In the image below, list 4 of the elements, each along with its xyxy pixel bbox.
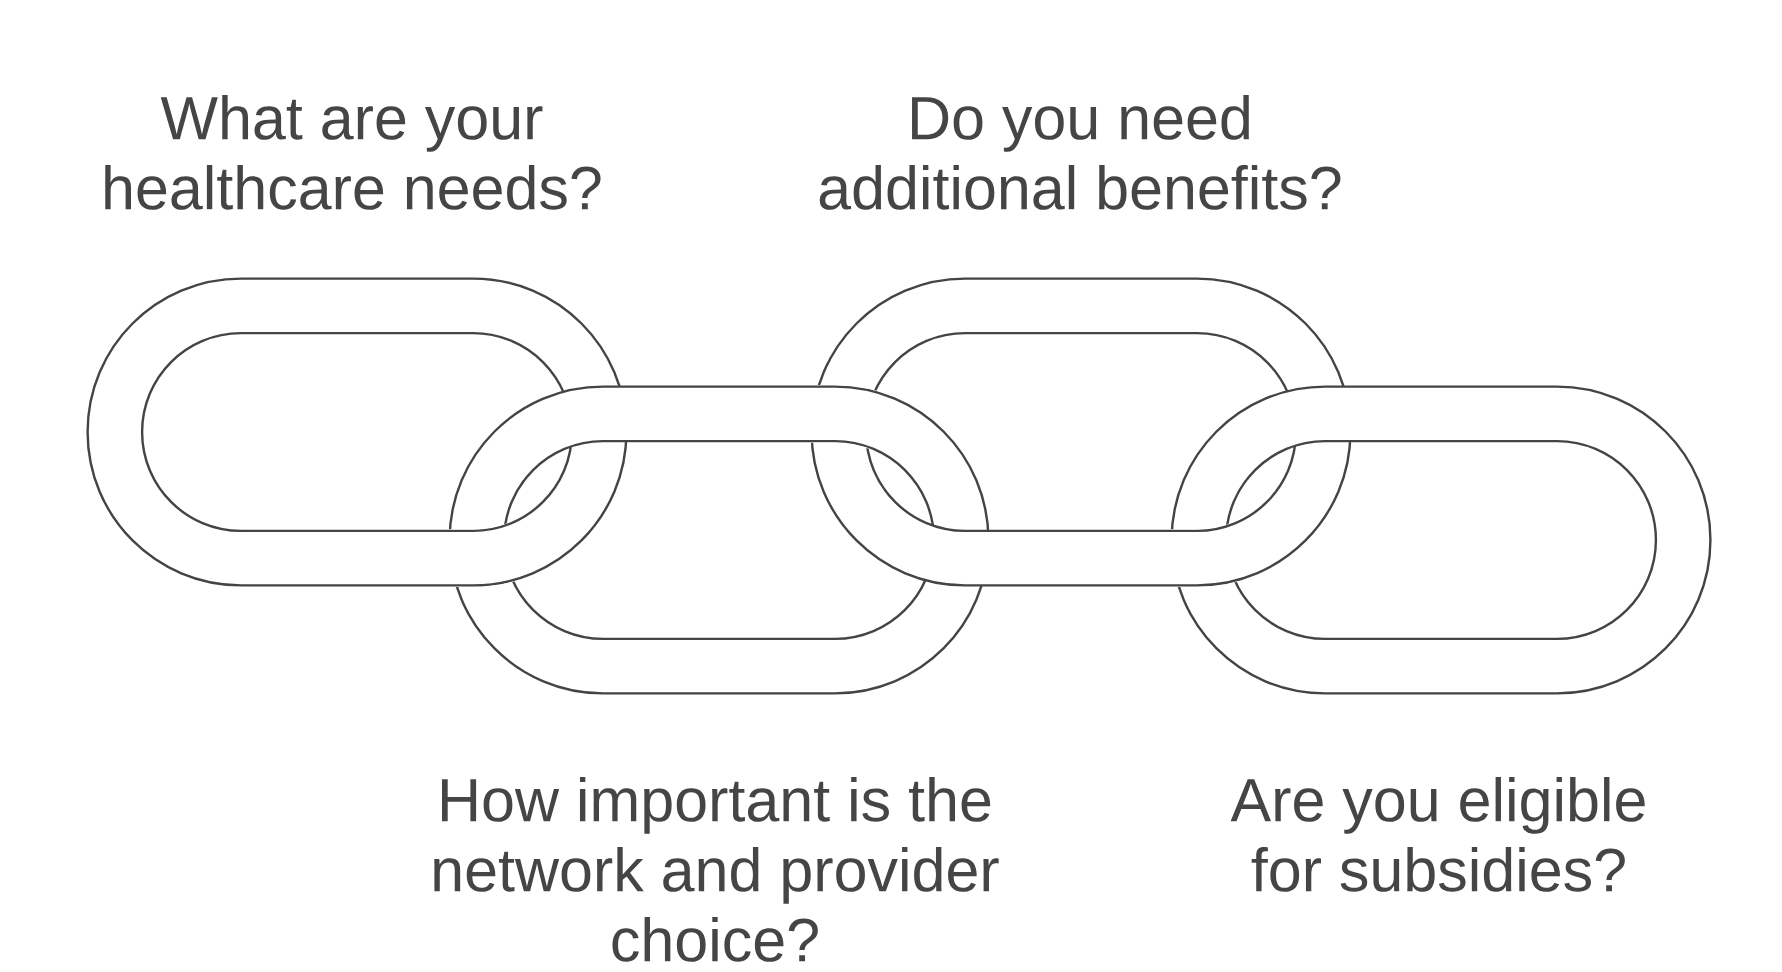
question-text: How important is the network and provider choice? [434, 777, 999, 962]
question-text: Are you eligible for subsidies? [1230, 777, 1645, 892]
question-text: What are your healthcare needs? [105, 95, 601, 210]
question-text: Do you need additional benefits? [819, 95, 1341, 210]
